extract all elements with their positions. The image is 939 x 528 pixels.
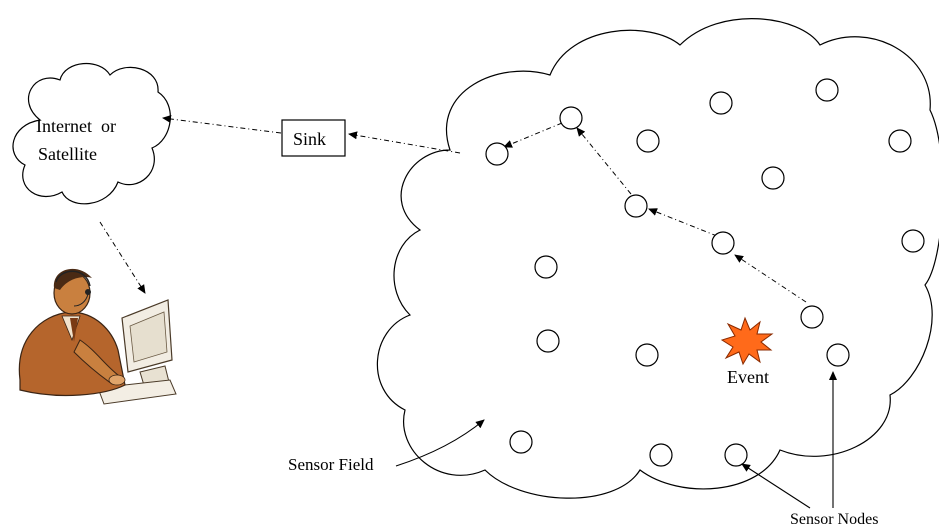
sensor-node [559, 106, 583, 130]
internet-cloud [12, 62, 171, 205]
sink-label: Sink [293, 129, 326, 149]
sensor-field-pointer [395, 419, 485, 467]
sensor-node [649, 443, 673, 467]
arrow-node-to-node-3 [648, 208, 718, 237]
arrow-node-to-node-4 [734, 254, 807, 303]
sensor-node [485, 142, 509, 166]
sensor-node [534, 255, 558, 279]
sensor-node [536, 329, 560, 353]
arrow-node-to-node-2 [576, 127, 632, 195]
sensor-nodes [485, 78, 925, 467]
sensor-node [636, 129, 660, 153]
sensor-field-label: Sensor Field [288, 455, 374, 474]
sensor-node [901, 229, 925, 253]
sensor-node [635, 343, 659, 367]
sensor-node [800, 305, 824, 329]
internet-label-line2: Satellite [38, 144, 97, 164]
sink-box [281, 119, 346, 157]
sensor-node [826, 343, 850, 367]
sensor-node [624, 194, 648, 218]
internet-label-line1: Internet or [36, 116, 116, 136]
sensor-node [761, 166, 785, 190]
sensor-node [888, 129, 912, 153]
event-label: Event [727, 367, 769, 387]
sensor-nodes-pointer-1 [741, 463, 811, 509]
sensor-node [815, 78, 839, 102]
arrow-sink-to-internet [162, 115, 282, 134]
sensor-node [711, 231, 735, 255]
sensor-node [709, 91, 733, 115]
person-at-computer-icon [18, 268, 177, 405]
arrow-node-to-node-1 [503, 122, 563, 148]
sensor-field-cloud [376, 18, 939, 499]
arrow-node-to-sink [348, 131, 461, 154]
sensor-nodes-label: Sensor Nodes [790, 511, 878, 528]
arrow-internet-to-user [99, 221, 146, 294]
sensor-node [509, 430, 533, 454]
explosion-burst-icon [720, 316, 774, 366]
sensor-node [724, 443, 748, 467]
